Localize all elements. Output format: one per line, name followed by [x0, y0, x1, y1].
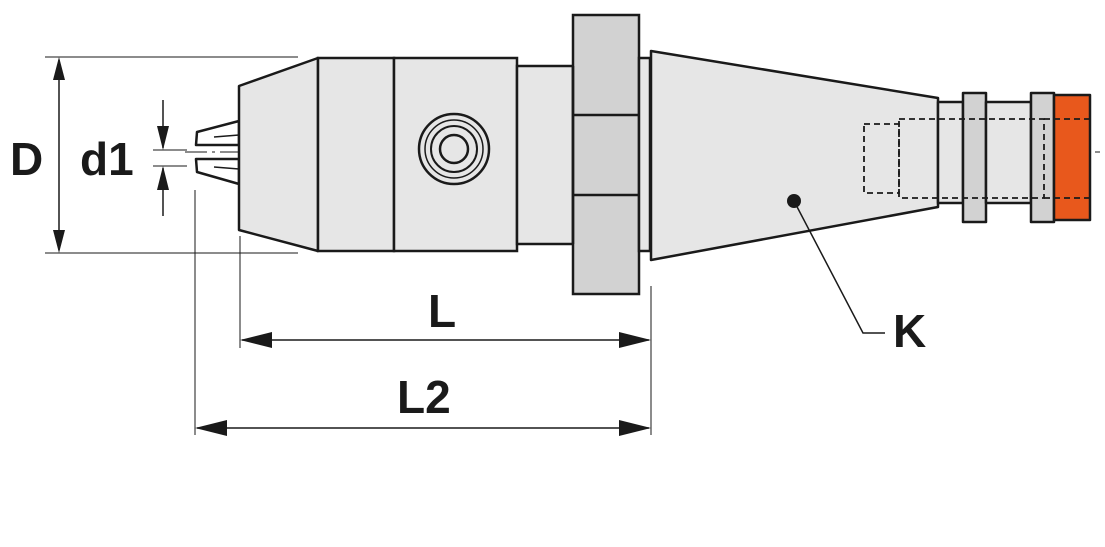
k-leader	[787, 194, 885, 334]
retention-knob	[936, 91, 1092, 224]
label-D: D	[10, 133, 43, 185]
label-d1: d1	[80, 133, 134, 185]
label-L2: L2	[397, 371, 451, 423]
chuck-neck	[515, 64, 575, 246]
dimension-lines	[53, 57, 651, 436]
chuck-nose	[237, 56, 320, 253]
extension-lines	[45, 56, 652, 435]
hidden-internal-bore	[863, 118, 1090, 199]
chuck-key-hole	[417, 112, 491, 186]
taper-shank	[649, 49, 940, 262]
chuck-sleeve	[316, 56, 396, 253]
label-L: L	[428, 285, 456, 337]
flange	[571, 13, 652, 296]
retention-knob-tip	[1052, 93, 1092, 222]
label-K: K	[893, 305, 926, 357]
